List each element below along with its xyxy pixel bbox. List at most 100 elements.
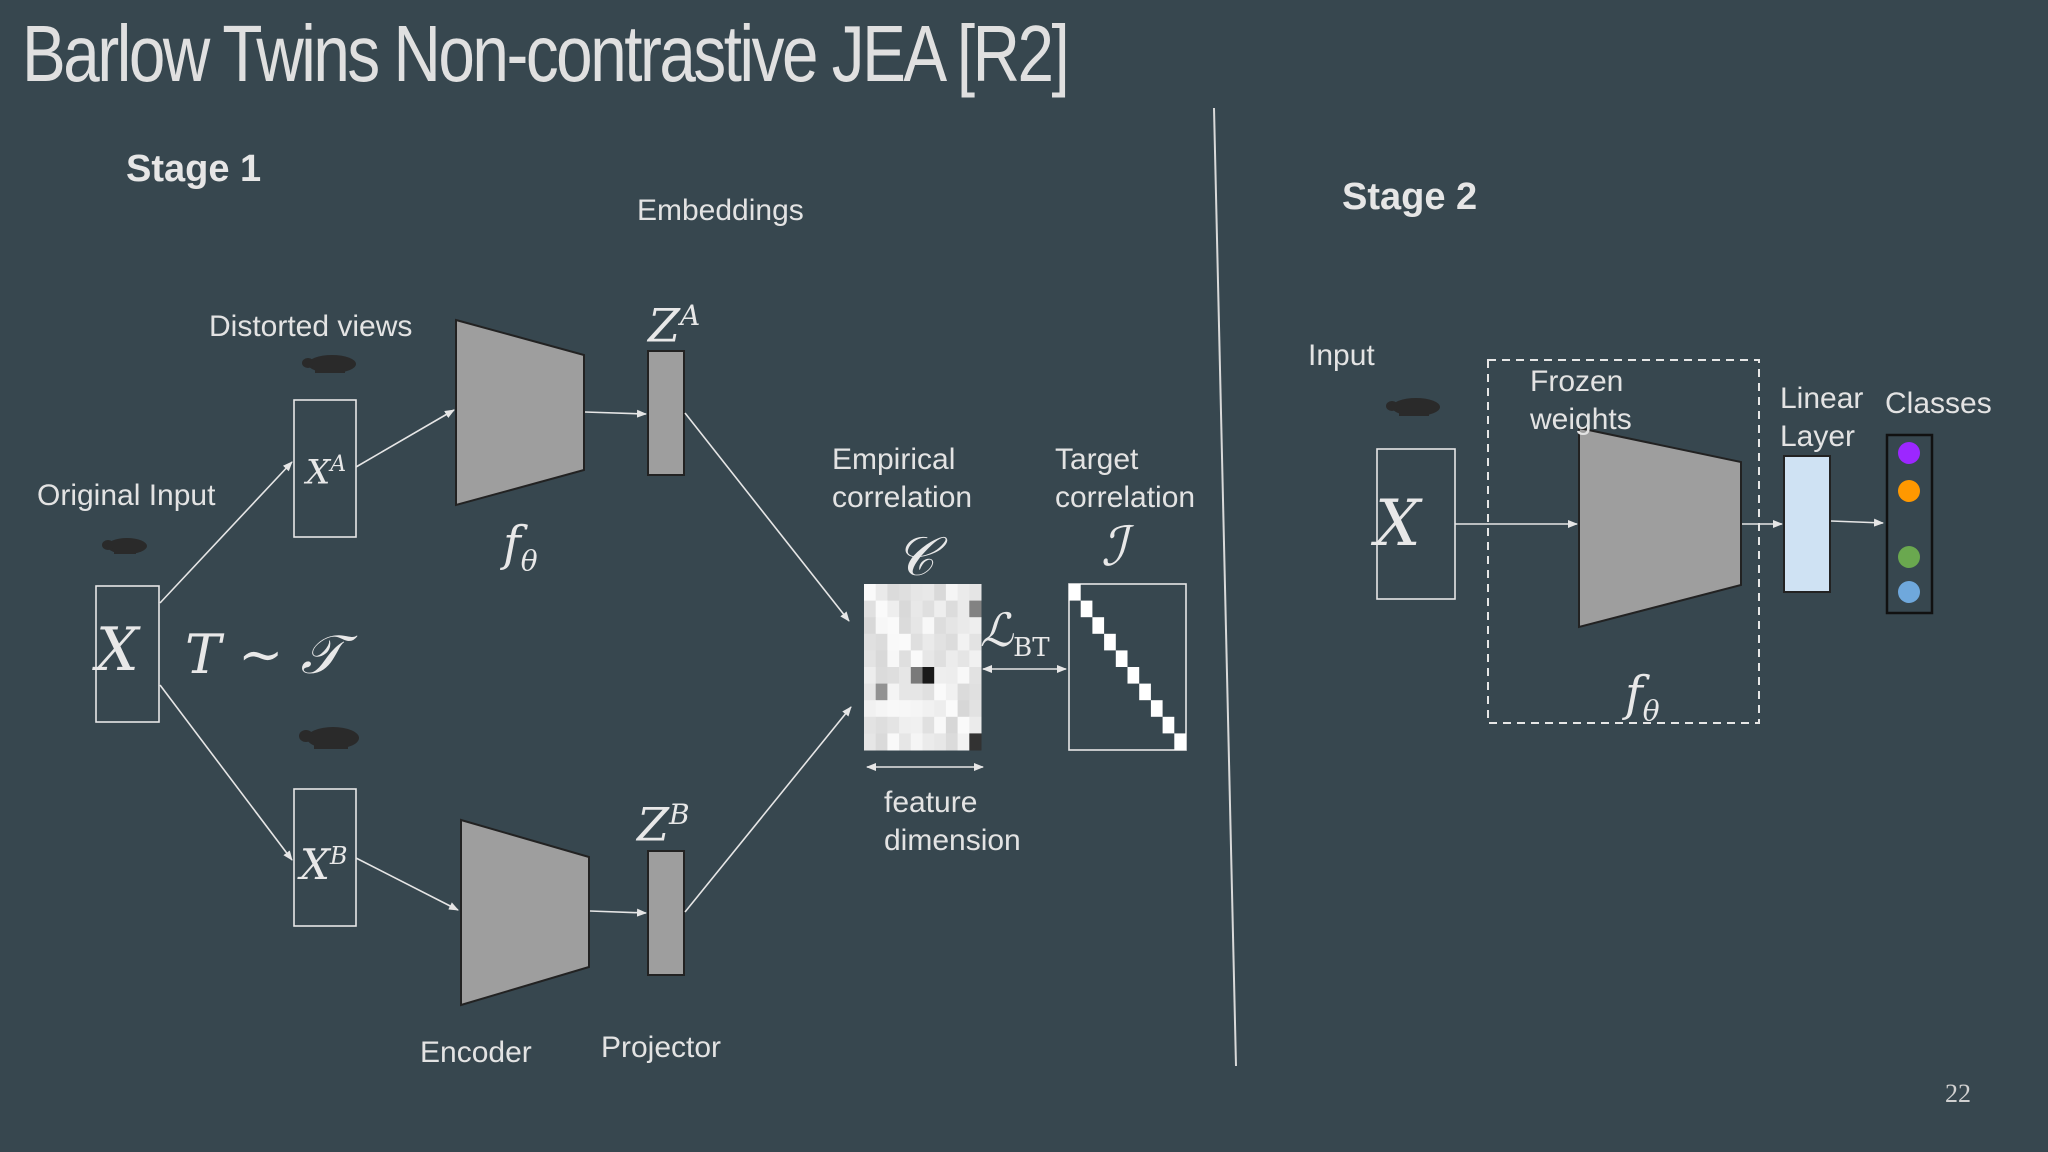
correlation-cell: [864, 650, 877, 668]
input-x-box: [95, 585, 160, 723]
correlation-cell: [910, 667, 923, 685]
correlation-cell: [969, 716, 982, 734]
correlation-cell: [899, 700, 912, 718]
correlation-cell: [864, 617, 877, 635]
math-x: X: [96, 615, 139, 685]
correlation-cell: [922, 733, 935, 751]
correlation-cell: [899, 633, 912, 651]
identity-cell: [1162, 716, 1175, 734]
identity-diagonal: [1069, 584, 1186, 750]
empirical-correlation-matrix: [864, 584, 982, 751]
correlation-cell: [945, 716, 959, 734]
correlation-cell: [945, 600, 959, 618]
correlation-cell: [969, 650, 982, 668]
class-dot-purple: [1898, 442, 1920, 464]
correlation-cell: [945, 650, 959, 668]
correlation-cell: [910, 733, 923, 751]
identity-cell: [1069, 584, 1081, 601]
correlation-cell: [864, 716, 877, 734]
correlation-cell: [875, 650, 888, 668]
correlation-cell: [922, 667, 935, 685]
empirical-correlation-label: Empirical correlation: [832, 443, 973, 514]
identity-cell: [1127, 667, 1140, 684]
arrow-za-to-correlation: [684, 412, 850, 622]
correlation-cell: [957, 600, 970, 618]
stage2-input-label: Input: [1308, 339, 1375, 372]
correlation-cell: [934, 700, 947, 718]
arrow-linear-to-classes: [1830, 518, 1884, 527]
correlation-cell: [910, 600, 923, 618]
arrow-encoder-a-to-projector: [584, 409, 647, 418]
math-loss-bt: ℒBT: [980, 603, 1050, 664]
view-a-box: [293, 399, 357, 538]
correlation-cell: [875, 683, 888, 701]
projector-b: [647, 850, 685, 976]
correlation-cell: [864, 733, 877, 751]
dog-thumbnail-view-b: [299, 727, 359, 749]
correlation-cell: [945, 683, 959, 701]
correlation-cell: [934, 633, 947, 651]
target-correlation-label: Target correlation: [1055, 443, 1196, 514]
correlation-cell: [922, 716, 935, 734]
correlation-cell: [945, 667, 959, 685]
correlation-cell: [910, 617, 923, 635]
correlation-cell: [887, 700, 900, 718]
correlation-cell: [899, 617, 912, 635]
correlation-cell: [875, 584, 888, 602]
correlation-cell: [875, 617, 888, 635]
original-input-label: Original Input: [37, 479, 216, 512]
correlation-cell: [899, 667, 912, 685]
correlation-cell: [934, 683, 947, 701]
identity-cell: [1115, 650, 1128, 667]
correlation-cell: [957, 633, 970, 651]
correlation-cell: [899, 650, 912, 668]
math-empirical-c: 𝒞: [895, 525, 935, 588]
arrow-view-b-to-encoder: [355, 857, 459, 911]
arrow-encoder-b-to-projector: [589, 908, 647, 917]
identity-cell: [1080, 600, 1093, 618]
correlation-cell: [957, 617, 970, 635]
correlation-cell: [887, 733, 900, 751]
correlation-cell: [969, 600, 982, 618]
correlation-cell: [934, 650, 947, 668]
slide-title: Barlow Twins Non-contrastive JEA [R2]: [22, 9, 1070, 98]
correlation-cell: [887, 683, 900, 701]
identity-cell: [1104, 633, 1116, 651]
correlation-cell: [899, 683, 912, 701]
linear-layer-label: Linear Layer: [1780, 382, 1864, 453]
stage1-heading: Stage 1: [126, 148, 262, 190]
classes-label: Classes: [1885, 387, 1992, 420]
correlation-cell: [922, 584, 935, 602]
class-dot-green: [1898, 546, 1920, 568]
correlation-cell: [945, 700, 959, 718]
encoder-a: [455, 318, 585, 507]
math-zb: ZB: [637, 797, 690, 852]
correlation-cell: [934, 733, 947, 751]
correlation-cell: [945, 633, 959, 651]
encoder-label: Encoder: [420, 1036, 532, 1069]
arrow-zb-to-correlation: [684, 706, 852, 913]
correlation-cell: [864, 600, 877, 618]
math-x-stage2: X: [1375, 487, 1421, 561]
frozen-weights-box: [1487, 359, 1760, 724]
linear-layer: [1783, 455, 1831, 593]
correlation-cell: [864, 700, 877, 718]
correlation-cell: [922, 633, 935, 651]
encoder-b: [460, 818, 590, 1007]
correlation-cell: [945, 733, 959, 751]
identity-cell: [1139, 683, 1151, 701]
correlation-cell: [910, 633, 923, 651]
math-view-b: XB: [300, 840, 348, 889]
identity-cell: [1174, 733, 1186, 750]
correlation-cell: [887, 667, 900, 685]
math-za: ZA: [648, 298, 701, 353]
correlation-cell: [969, 617, 982, 635]
correlation-cell: [969, 667, 982, 685]
correlation-cell: [887, 716, 900, 734]
correlation-cell: [864, 584, 877, 602]
correlation-cell: [899, 584, 912, 602]
correlation-cell: [922, 683, 935, 701]
dog-thumbnail-stage2: [1386, 398, 1440, 416]
stage2-encoder: [1578, 426, 1742, 629]
